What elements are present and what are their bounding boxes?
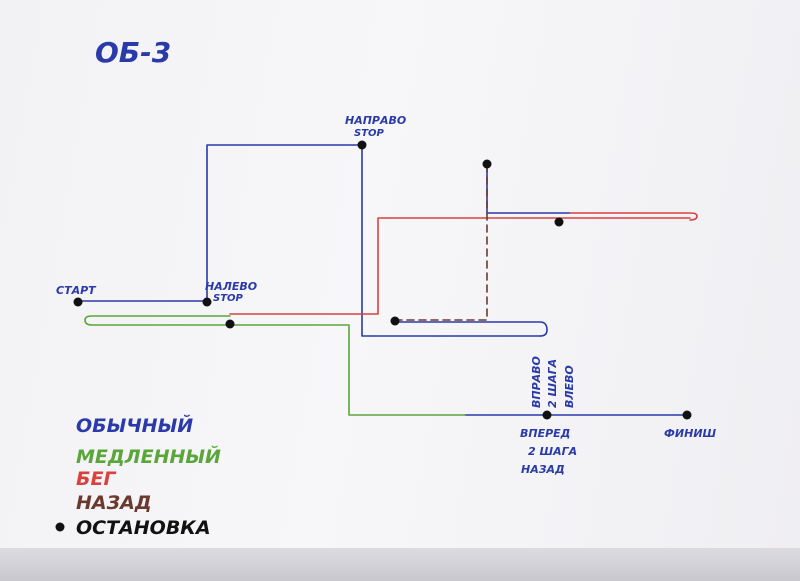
stop-dot-hairpin: [390, 316, 400, 326]
run-route: [229, 212, 698, 315]
stop-dot-run: [554, 217, 564, 227]
finish-dot: [682, 410, 692, 420]
legend: ОБЫЧНЫЙ МЕДЛЕННЫЙ БЕГ НАЗАД ОСТАНОВКА: [55, 414, 221, 539]
legend-back: НАЗАД: [76, 492, 152, 514]
start-dot: [73, 297, 83, 307]
diagram-title: ОБ-3: [95, 36, 171, 69]
normal-hairpin: [394, 321, 548, 337]
backward-route: [394, 165, 488, 321]
run-segment: [229, 217, 691, 315]
finish-label: ФИНИШ: [664, 427, 717, 440]
forward-label-1: ВПЕРЕД: [520, 427, 570, 440]
stop-dot-left: [202, 297, 212, 307]
legend-stop-dot: [55, 522, 65, 532]
normal-walk-route: [77, 144, 688, 416]
stop-dot-top: [482, 159, 492, 169]
normal-segment-start: [77, 144, 541, 337]
turn-right-label-1: ВПРАВО: [530, 356, 543, 408]
turn-right-label-3: ВЛЕВО: [563, 365, 576, 408]
forward-label-3: НАЗАД: [521, 463, 565, 476]
stop-dot-right: [357, 140, 367, 150]
legend-normal: ОБЫЧНЫЙ: [76, 414, 193, 437]
backward-segment: [394, 165, 488, 321]
left-stop-label-1: НАЛЕВО: [205, 280, 257, 293]
paper-shadow: [0, 548, 800, 581]
legend-stop: ОСТАНОВКА: [76, 517, 211, 539]
run-hairpin: [569, 212, 698, 221]
slow-hairpin: [84, 315, 466, 416]
turn-right-label-2: 2 ШАГА: [546, 359, 559, 408]
legend-slow: МЕДЛЕННЫЙ: [76, 445, 221, 468]
forward-label-2: 2 ШАГА: [528, 445, 577, 458]
stop-dot-slow: [225, 319, 235, 329]
right-stop-label-2: STOP: [354, 128, 385, 139]
stop-dot-steps: [542, 410, 552, 420]
legend-run: БЕГ: [76, 468, 116, 490]
left-stop-label-2: STOP: [213, 293, 244, 304]
right-stop-label-1: НАПРАВО: [345, 114, 406, 127]
start-label: СТАРТ: [56, 284, 97, 297]
slow-walk-route: [84, 315, 466, 416]
normal-segment-top: [486, 163, 571, 214]
stop-points: [73, 140, 692, 420]
